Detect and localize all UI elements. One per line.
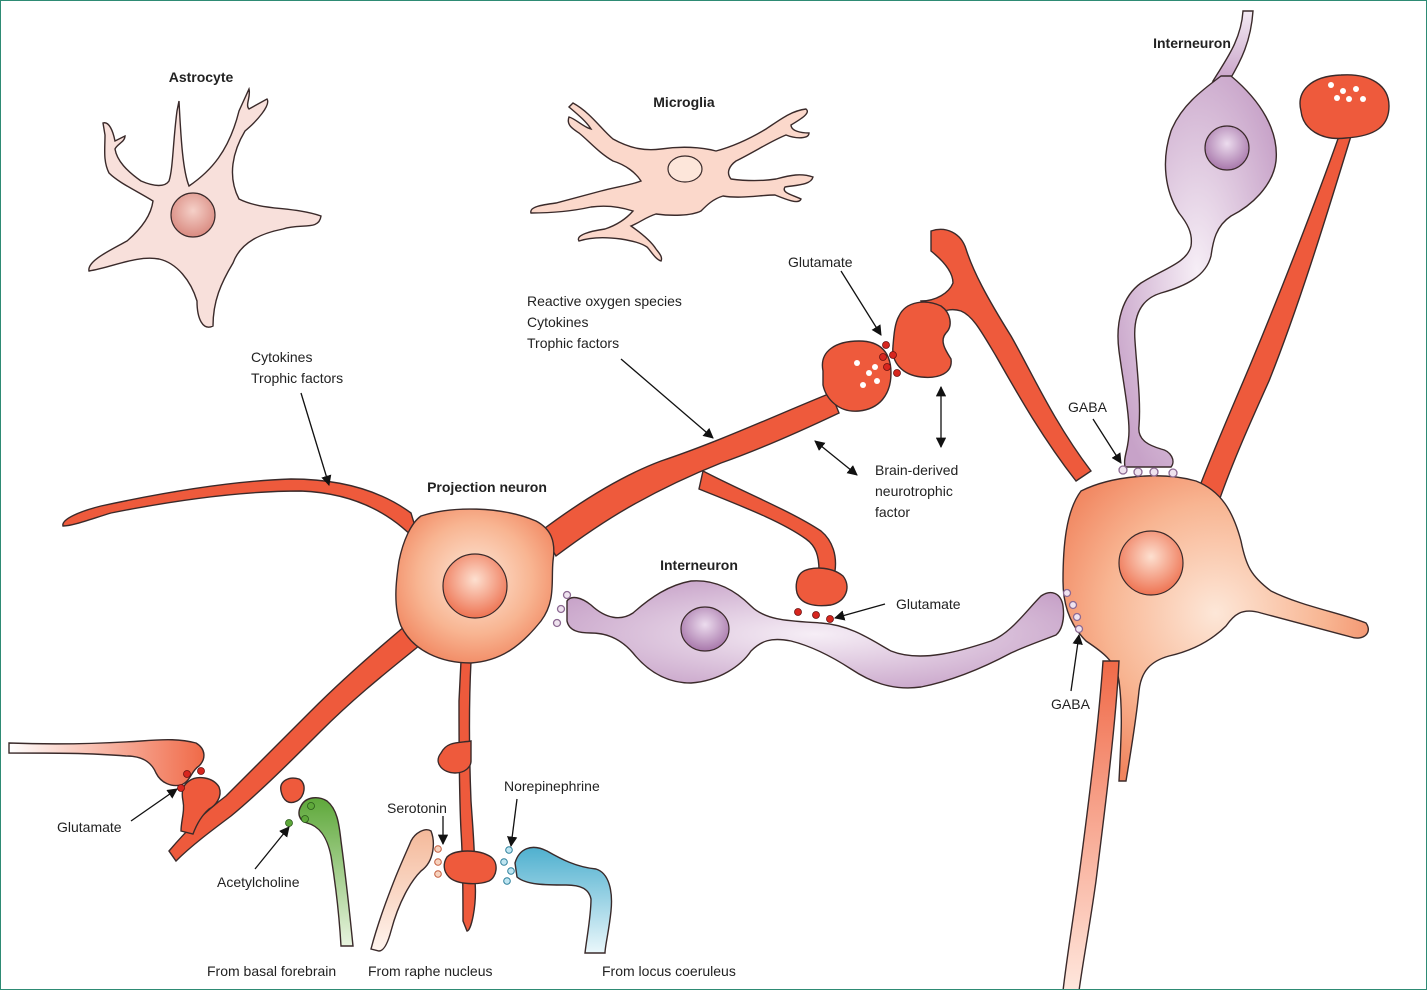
arrow-acetylcholine <box>255 827 289 869</box>
label-microglia: Microglia <box>653 94 715 110</box>
center-neuron-branch <box>699 471 835 571</box>
gaba-vesicle <box>554 620 561 627</box>
center-neuron-down-dendrite <box>459 661 475 931</box>
norepinephrine-vesicle <box>501 859 508 866</box>
label-glutamate-mid: Glutamate <box>896 596 961 612</box>
gaba-vesicle <box>1134 468 1142 476</box>
vesicle <box>866 370 872 376</box>
label-astrocyte: Astrocyte <box>169 69 234 85</box>
center-neuron-ach-terminal <box>281 778 304 802</box>
arrow-cytokines-left <box>301 393 329 485</box>
label-trophic-left: Trophic factors <box>251 370 343 386</box>
gaba-vesicle <box>1064 590 1071 597</box>
label-serotonin: Serotonin <box>387 800 447 816</box>
label-glutamate-top: Glutamate <box>788 254 853 270</box>
microglia-body <box>531 103 813 261</box>
label-acetylcholine: Acetylcholine <box>217 874 300 890</box>
arrow-glutamate-mid <box>835 604 885 618</box>
acetylcholine-input <box>286 798 354 946</box>
label-gaba-bottom: GABA <box>1051 696 1091 712</box>
projection-neuron-right <box>893 75 1389 990</box>
interneuron-top-nucleus <box>1205 126 1249 170</box>
vesicle <box>872 364 878 370</box>
gaba-vesicle <box>1169 469 1177 477</box>
vesicle <box>860 382 866 388</box>
raphe-axon <box>371 830 433 951</box>
label-interneuron-top: Interneuron <box>1153 35 1231 51</box>
center-neuron-nucleus <box>443 554 507 618</box>
label-ros: Reactive oxygen species <box>527 293 682 309</box>
arrow-glutamate-left <box>131 789 177 821</box>
gaba-vesicle <box>558 606 565 613</box>
norepinephrine-vesicle <box>508 868 515 875</box>
gaba-vesicle <box>1150 468 1158 476</box>
acetylcholine-vesicle <box>302 816 309 823</box>
glutamate-vesicles-mid <box>795 609 834 623</box>
gaba-vesicle <box>1119 466 1127 474</box>
glutamate-vesicle <box>178 785 185 792</box>
label-from-raphe-nucleus: From raphe nucleus <box>368 963 493 979</box>
microglia-nucleus <box>668 156 702 182</box>
glutamate-vesicle <box>184 771 191 778</box>
arrow-gaba-bottom <box>1071 635 1079 691</box>
serotonin-input <box>371 830 496 951</box>
label-bdnf-1: Brain-derived <box>875 462 958 478</box>
vesicle <box>854 360 860 366</box>
serotonin-vesicle <box>435 859 442 866</box>
norepinephrine-vesicle <box>506 847 513 854</box>
glutamate-vesicle <box>198 768 205 775</box>
locus-coeruleus-axon <box>515 847 611 953</box>
label-ros-trophic: Trophic factors <box>527 335 619 351</box>
astrocyte <box>89 89 321 327</box>
microglia <box>531 103 813 261</box>
center-neuron-lower-dendrite <box>169 621 431 861</box>
label-projection-neuron: Projection neuron <box>427 479 547 495</box>
arrow-norepinephrine <box>511 799 517 846</box>
serotonin-vesicle <box>435 871 442 878</box>
gaba-vesicle <box>564 592 571 599</box>
arrow-glutamate-top <box>841 271 881 335</box>
norepinephrine-vesicle <box>504 878 511 885</box>
center-neuron-down-branch <box>438 741 471 773</box>
interneuron-mid-nucleus <box>681 607 729 651</box>
label-from-basal-forebrain: From basal forebrain <box>207 963 336 979</box>
center-neuron-glutamate-terminal <box>796 568 847 606</box>
left-glutamate-axon <box>9 740 204 786</box>
label-cytokines-left: Cytokines <box>251 349 312 365</box>
label-ros-cytokines: Cytokines <box>527 314 588 330</box>
label-bdnf-3: factor <box>875 504 910 520</box>
right-neuron-nucleus <box>1119 531 1183 595</box>
label-glutamate-left: Glutamate <box>57 819 122 835</box>
acetylcholine-vesicle <box>286 820 293 827</box>
gaba-vesicle <box>1070 602 1077 609</box>
label-from-locus-coeruleus: From locus coeruleus <box>602 963 736 979</box>
gaba-vesicle <box>1076 626 1083 633</box>
label-interneuron-mid: Interneuron <box>660 557 738 573</box>
label-bdnf-2: neurotrophic <box>875 483 953 499</box>
label-norepinephrine: Norepinephrine <box>504 778 600 794</box>
center-neuron-top-terminal <box>822 341 891 411</box>
norepinephrine-input <box>501 847 612 953</box>
acetylcholine-vesicle <box>308 803 315 810</box>
center-neuron-left-dendrite <box>63 479 421 546</box>
arrow-bdnf-diagonal <box>815 441 857 475</box>
label-gaba-top: GABA <box>1068 399 1108 415</box>
serotonin-vesicle <box>435 846 442 853</box>
serotonin-post-terminal <box>444 851 496 884</box>
vesicle <box>874 378 880 384</box>
right-neuron-glutamate-terminal <box>893 302 951 377</box>
arrow-gaba-top <box>1093 419 1121 463</box>
right-neuron-top-terminal <box>1300 75 1389 139</box>
gaba-vesicle <box>1074 614 1081 621</box>
astrocyte-nucleus <box>171 193 215 237</box>
arrow-ros <box>621 359 713 438</box>
